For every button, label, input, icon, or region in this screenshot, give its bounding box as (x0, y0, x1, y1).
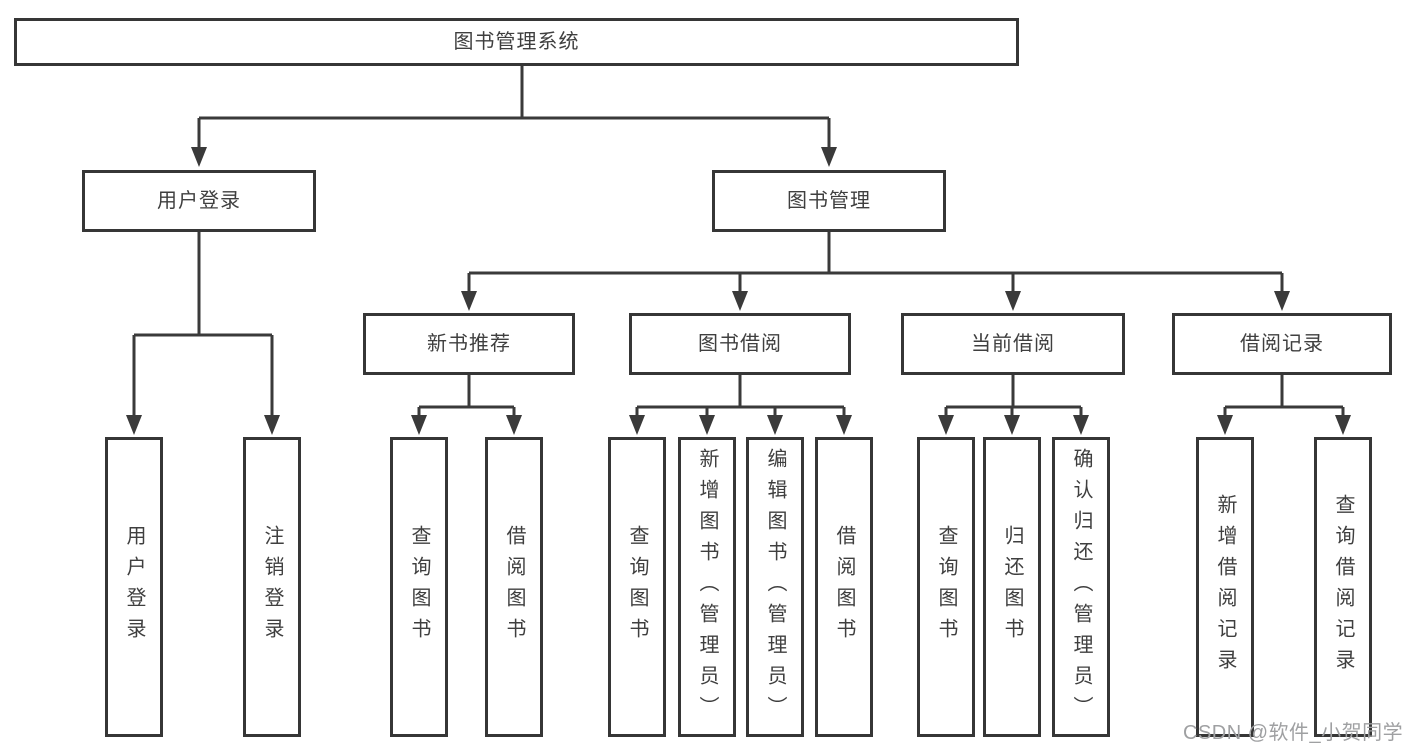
leaf-records-add-record: 新增借阅记录 (1196, 437, 1254, 737)
leaf-label: 用户登录 (123, 525, 145, 649)
node-book-management: 图书管理 (712, 170, 946, 232)
leaf-logout-login: 注销登录 (243, 437, 301, 737)
node-new-book-recommend-label: 新书推荐 (427, 333, 511, 355)
leaf-borrow-add-books-admin: 新增图书（管理员） (678, 437, 736, 737)
leaf-label: 归还图书 (1001, 525, 1023, 649)
node-current-borrow-label: 当前借阅 (971, 333, 1055, 355)
leaf-current-query-books: 查询图书 (917, 437, 975, 737)
leaf-borrow-edit-books-admin: 编辑图书（管理员） (746, 437, 804, 737)
node-user-login: 用户登录 (82, 170, 316, 232)
node-book-borrow: 图书借阅 (629, 313, 851, 375)
leaf-label: 借阅图书 (503, 525, 525, 649)
leaf-recommend-query-books: 查询图书 (390, 437, 448, 737)
leaf-current-confirm-return-admin: 确认归还（管理员） (1052, 437, 1110, 737)
node-new-book-recommend: 新书推荐 (363, 313, 575, 375)
leaf-current-return-books: 归还图书 (983, 437, 1041, 737)
node-book-management-label: 图书管理 (787, 190, 871, 212)
leaf-label: 新增借阅记录 (1214, 494, 1236, 680)
leaf-borrow-query-books: 查询图书 (608, 437, 666, 737)
leaf-label: 查询图书 (935, 525, 957, 649)
leaf-records-query-record: 查询借阅记录 (1314, 437, 1372, 737)
node-user-login-label: 用户登录 (157, 190, 241, 212)
node-book-borrow-label: 图书借阅 (698, 333, 782, 355)
leaf-label: 查询借阅记录 (1332, 494, 1354, 680)
node-borrow-records-label: 借阅记录 (1240, 333, 1324, 355)
node-root-label: 图书管理系统 (453, 31, 580, 53)
leaf-borrow-borrow-books: 借阅图书 (815, 437, 873, 737)
leaf-label: 注销登录 (261, 525, 283, 649)
leaf-label: 借阅图书 (833, 525, 855, 649)
leaf-label: 确认归还（管理员） (1070, 447, 1092, 727)
leaf-label: 编辑图书（管理员） (764, 447, 786, 727)
leaf-recommend-borrow-books: 借阅图书 (485, 437, 543, 737)
node-current-borrow: 当前借阅 (901, 313, 1125, 375)
node-root: 图书管理系统 (14, 18, 1019, 66)
leaf-label: 新增图书（管理员） (696, 447, 718, 727)
leaf-label: 查询图书 (408, 525, 430, 649)
leaf-label: 查询图书 (626, 525, 648, 649)
node-borrow-records: 借阅记录 (1172, 313, 1392, 375)
leaf-user-login: 用户登录 (105, 437, 163, 737)
watermark: CSDN @软件_小贺同学 (1183, 722, 1404, 744)
arrowhead-icons (126, 147, 1351, 435)
